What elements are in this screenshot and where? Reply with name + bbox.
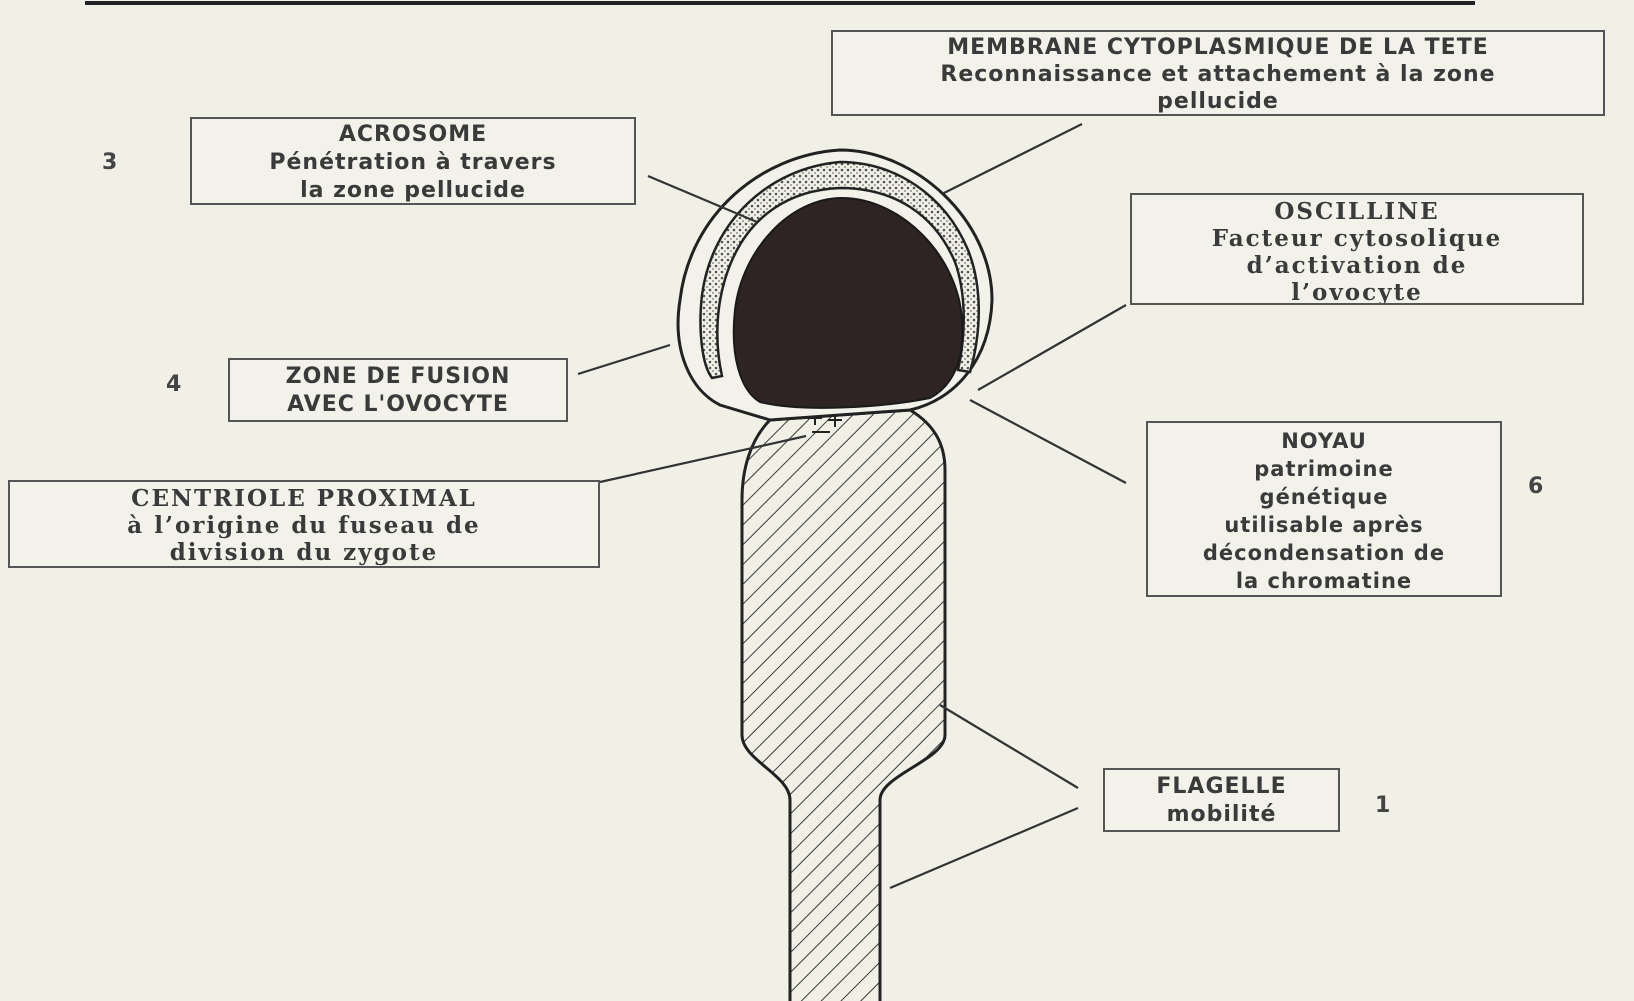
label-zone-fusion: ZONE DE FUSION AVEC L'OVOCYTE [228, 358, 568, 422]
label-oscilline-line2: d’activation de [1132, 252, 1582, 279]
leader-line-flagelle-upper [940, 705, 1078, 788]
label-membrane-line2: pellucide [833, 88, 1603, 115]
leader-line-membrane [944, 124, 1082, 193]
leader-line-oscilline [978, 305, 1126, 390]
label-noyau-line3: utilisable après [1148, 511, 1500, 539]
label-centriole-line1: à l’origine du fuseau de [10, 512, 598, 539]
label-flagelle: FLAGELLE mobilité [1103, 768, 1340, 832]
label-oscilline-line3: l’ovocyte [1132, 279, 1582, 305]
flagellum-shape [742, 410, 945, 1001]
label-membrane: MEMBRANE CYTOPLASMIQUE DE LA TETE Reconn… [831, 30, 1605, 116]
label-membrane-line1: Reconnaissance et attachement à la zone [833, 61, 1603, 88]
label-centriole: CENTRIOLE PROXIMAL à l’origine du fuseau… [8, 480, 600, 568]
label-noyau-line2: génétique [1148, 483, 1500, 511]
label-acrosome: ACROSOME Pénétration à travers la zone p… [190, 117, 636, 205]
label-acrosome-line2: la zone pellucide [192, 177, 634, 205]
label-flagelle-title: FLAGELLE [1105, 773, 1338, 801]
number-zone-fusion: 4 [166, 372, 181, 397]
leader-line-noyau [970, 400, 1126, 483]
label-noyau-line1: patrimoine [1148, 455, 1500, 483]
label-noyau-line5: la chromatine [1148, 567, 1500, 595]
label-oscilline: OSCILLINE Facteur cytosolique d’activati… [1130, 193, 1584, 305]
label-centriole-line2: division du zygote [10, 539, 598, 566]
label-noyau: NOYAU patrimoine génétique utilisable ap… [1146, 421, 1502, 597]
label-noyau-line4: décondensation de [1148, 539, 1500, 567]
leader-line-flagelle-lower [890, 808, 1078, 888]
label-centriole-title: CENTRIOLE PROXIMAL [10, 485, 598, 512]
label-zone-fusion-line2: AVEC L'OVOCYTE [230, 391, 566, 419]
label-oscilline-line1: Facteur cytosolique [1132, 225, 1582, 252]
label-acrosome-title: ACROSOME [192, 121, 634, 149]
number-flagelle: 1 [1375, 793, 1390, 818]
label-membrane-title: MEMBRANE CYTOPLASMIQUE DE LA TETE [833, 34, 1603, 61]
label-oscilline-title: OSCILLINE [1132, 198, 1582, 225]
label-zone-fusion-line1: ZONE DE FUSION [230, 363, 566, 391]
leader-line-zone-fusion [578, 345, 670, 374]
number-acrosome: 3 [102, 150, 117, 175]
label-acrosome-line1: Pénétration à travers [192, 149, 634, 177]
label-noyau-title: NOYAU [1148, 427, 1500, 455]
number-noyau: 6 [1528, 474, 1543, 499]
label-flagelle-line1: mobilité [1105, 801, 1338, 829]
